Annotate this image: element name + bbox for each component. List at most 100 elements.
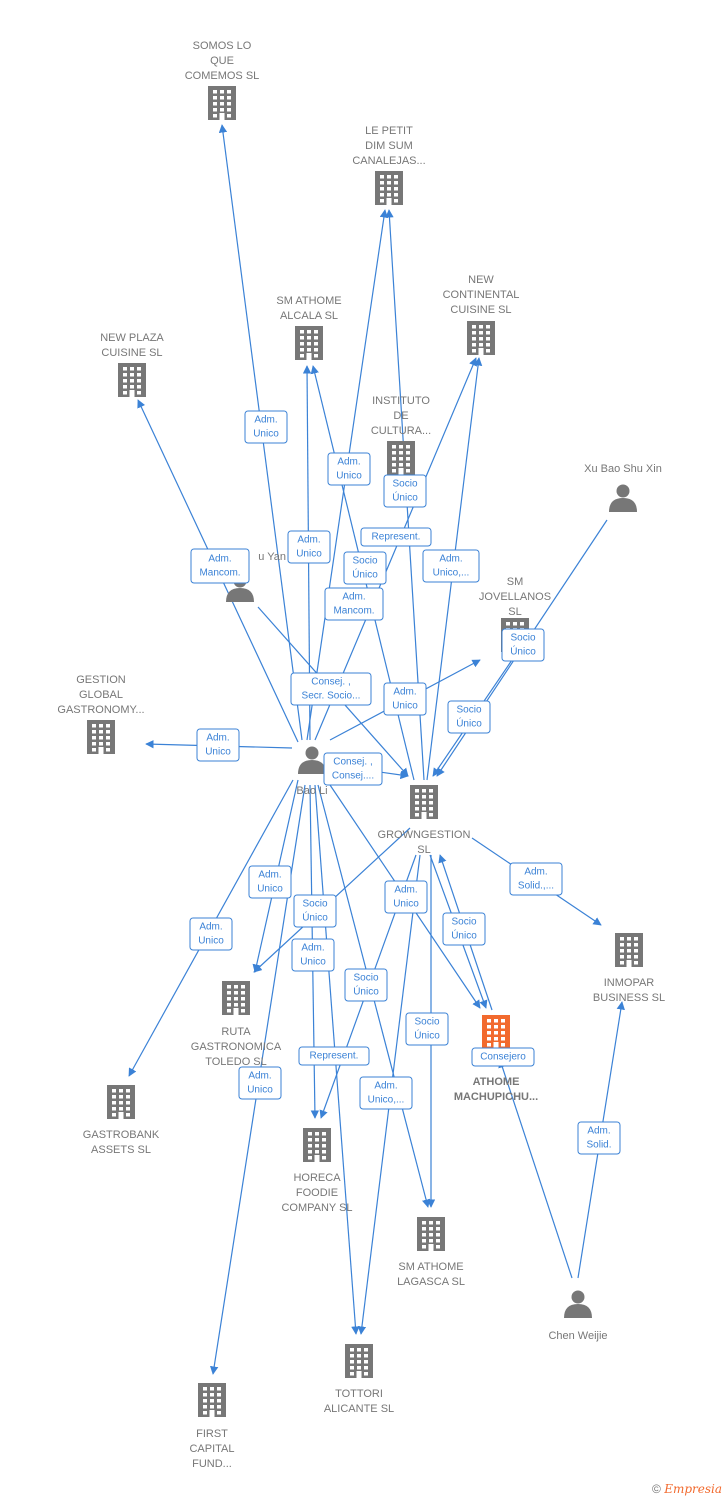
- relation-box: [327, 452, 371, 486]
- building-icon[interactable]: [417, 1217, 445, 1251]
- building-icon[interactable]: [87, 720, 115, 754]
- relation-label[interactable]: Adm.Solid.: [577, 1121, 621, 1155]
- node-label: SM ATHOME: [276, 295, 341, 307]
- relation-label[interactable]: Adm.Mancom.: [324, 587, 384, 621]
- building-icon[interactable]: [345, 1344, 373, 1378]
- node-baoli[interactable]: Bao Li: [296, 746, 328, 798]
- relation-label[interactable]: Adm.Unico,...: [422, 549, 480, 583]
- node-label: DE: [393, 410, 408, 422]
- relation-box: [501, 628, 545, 662]
- relation-label[interactable]: Adm.Solid.,...: [509, 862, 563, 896]
- relation-label[interactable]: Adm.Mancom.: [190, 548, 250, 584]
- building-icon[interactable]: [303, 1128, 331, 1162]
- relation-box: [447, 700, 491, 734]
- building-icon[interactable]: [467, 321, 495, 355]
- relations-layer: Adm.UnicoAdm.UnicoSocioÚnicoRepresent.Ad…: [189, 410, 621, 1155]
- brand-logo[interactable]: Empresia: [664, 1482, 722, 1496]
- relation-label[interactable]: Consej. , Secr. Socio...: [290, 672, 372, 706]
- node-instituto[interactable]: INSTITUTODECULTURA...: [371, 395, 431, 475]
- relation-text: Unico: [300, 957, 326, 968]
- building-icon[interactable]: [387, 441, 415, 475]
- node-label: GLOBAL: [79, 689, 123, 701]
- relation-label[interactable]: Adm.Unico: [244, 410, 288, 444]
- relation-text: Socio: [302, 899, 327, 910]
- node-label: CONTINENTAL: [443, 289, 520, 301]
- relation-box: [384, 880, 428, 914]
- relation-text: Represent.: [372, 532, 421, 543]
- relation-label[interactable]: Adm.Unico: [291, 938, 335, 972]
- relation-label[interactable]: Adm.Unico: [248, 865, 292, 899]
- relation-box: [290, 672, 372, 706]
- building-icon[interactable]: [375, 171, 403, 205]
- relation-text: Consej. ,: [311, 677, 350, 688]
- node-label: GASTRONOMICA: [191, 1041, 282, 1053]
- relation-label[interactable]: Adm.Unico: [196, 728, 240, 762]
- relation-label[interactable]: Consej. ,Consej....: [323, 752, 383, 786]
- relation-text: Unico,...: [368, 1095, 405, 1106]
- building-icon[interactable]: [208, 86, 236, 120]
- building-icon[interactable]: [118, 363, 146, 397]
- node-label: FIRST: [196, 1428, 228, 1440]
- relation-label[interactable]: Adm.Unico: [384, 880, 428, 914]
- relation-text: Unico: [336, 471, 362, 482]
- relation-text: Secr. Socio...: [302, 691, 361, 702]
- relation-label[interactable]: Adm. Unico: [327, 452, 371, 486]
- relation-label[interactable]: Consejero: [471, 1047, 535, 1067]
- relation-text: Único: [414, 1029, 440, 1042]
- relation-text: Consej....: [332, 771, 374, 782]
- relation-text: Represent.: [310, 1051, 359, 1062]
- node-label: GASTROBANK: [83, 1129, 160, 1141]
- node-chen[interactable]: Chen Weijie: [548, 1290, 608, 1343]
- relation-text: Adm.: [206, 733, 229, 744]
- relation-label[interactable]: Represent.: [298, 1046, 370, 1066]
- building-icon[interactable]: [410, 785, 438, 819]
- relation-text: Adm.: [337, 457, 360, 468]
- node-first[interactable]: FIRSTCAPITALFUND...: [189, 1383, 235, 1470]
- node-xubao[interactable]: Xu Bao Shu Xin: [584, 463, 662, 512]
- relation-box: [442, 912, 486, 946]
- node-yan[interactable]: u Yan: [226, 551, 286, 602]
- relation-label[interactable]: Adm.Unico: [287, 530, 331, 564]
- person-icon[interactable]: [298, 746, 326, 775]
- building-icon[interactable]: [482, 1015, 510, 1049]
- relation-label[interactable]: Adm.Unico,...: [359, 1076, 413, 1110]
- node-gestion[interactable]: GESTIONGLOBALGASTRONOMY...: [57, 674, 145, 754]
- node-label: CULTURA...: [371, 425, 431, 437]
- building-icon[interactable]: [222, 981, 250, 1015]
- node-athome[interactable]: ATHOMEMACHUPICHU...: [454, 1015, 538, 1103]
- building-icon[interactable]: [198, 1383, 226, 1417]
- relation-label[interactable]: Adm.Unico: [238, 1066, 282, 1100]
- relation-box: [405, 1012, 449, 1046]
- person-icon[interactable]: [564, 1290, 592, 1319]
- building-icon[interactable]: [615, 933, 643, 967]
- person-icon[interactable]: [609, 484, 637, 513]
- relation-label[interactable]: Represent.: [360, 527, 432, 547]
- node-label: TOLEDO SL: [205, 1056, 267, 1068]
- building-icon[interactable]: [295, 326, 323, 360]
- building-icon[interactable]: [107, 1085, 135, 1119]
- relation-label[interactable]: Adm.Unico: [189, 917, 233, 951]
- relation-box: [422, 549, 480, 583]
- relation-label[interactable]: Adm.Unico: [383, 682, 427, 716]
